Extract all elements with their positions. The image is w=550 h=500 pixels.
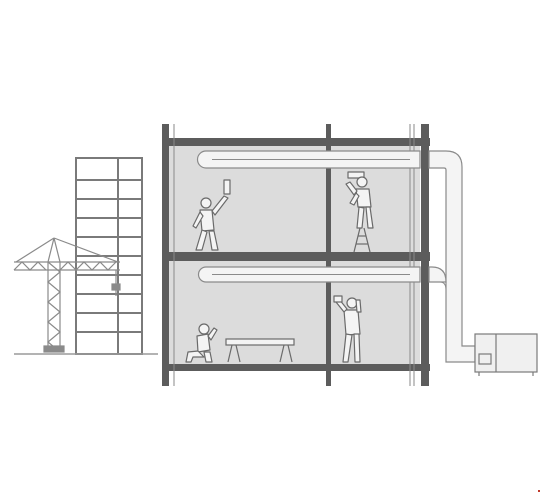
background-building-icon — [75, 157, 143, 355]
worker-drilling-ceiling-icon — [333, 295, 362, 363]
stepladder-icon — [353, 227, 371, 253]
worker-painting-ceiling-icon — [192, 179, 231, 251]
accent-dot — [538, 490, 540, 492]
roof-slab — [162, 138, 430, 146]
worker-kneeling-icon — [185, 323, 218, 363]
right-column — [421, 124, 429, 386]
workbench-icon — [225, 338, 295, 363]
upper-floor-slab — [162, 252, 430, 261]
heating-ducts-icon — [196, 150, 476, 363]
tower-crane-icon — [13, 237, 121, 353]
left-column — [162, 124, 169, 386]
heater-unit-icon — [474, 333, 538, 376]
middle-column — [326, 124, 331, 386]
worker-on-stepladder-icon — [345, 171, 374, 229]
lower-floor-slab — [162, 364, 430, 371]
